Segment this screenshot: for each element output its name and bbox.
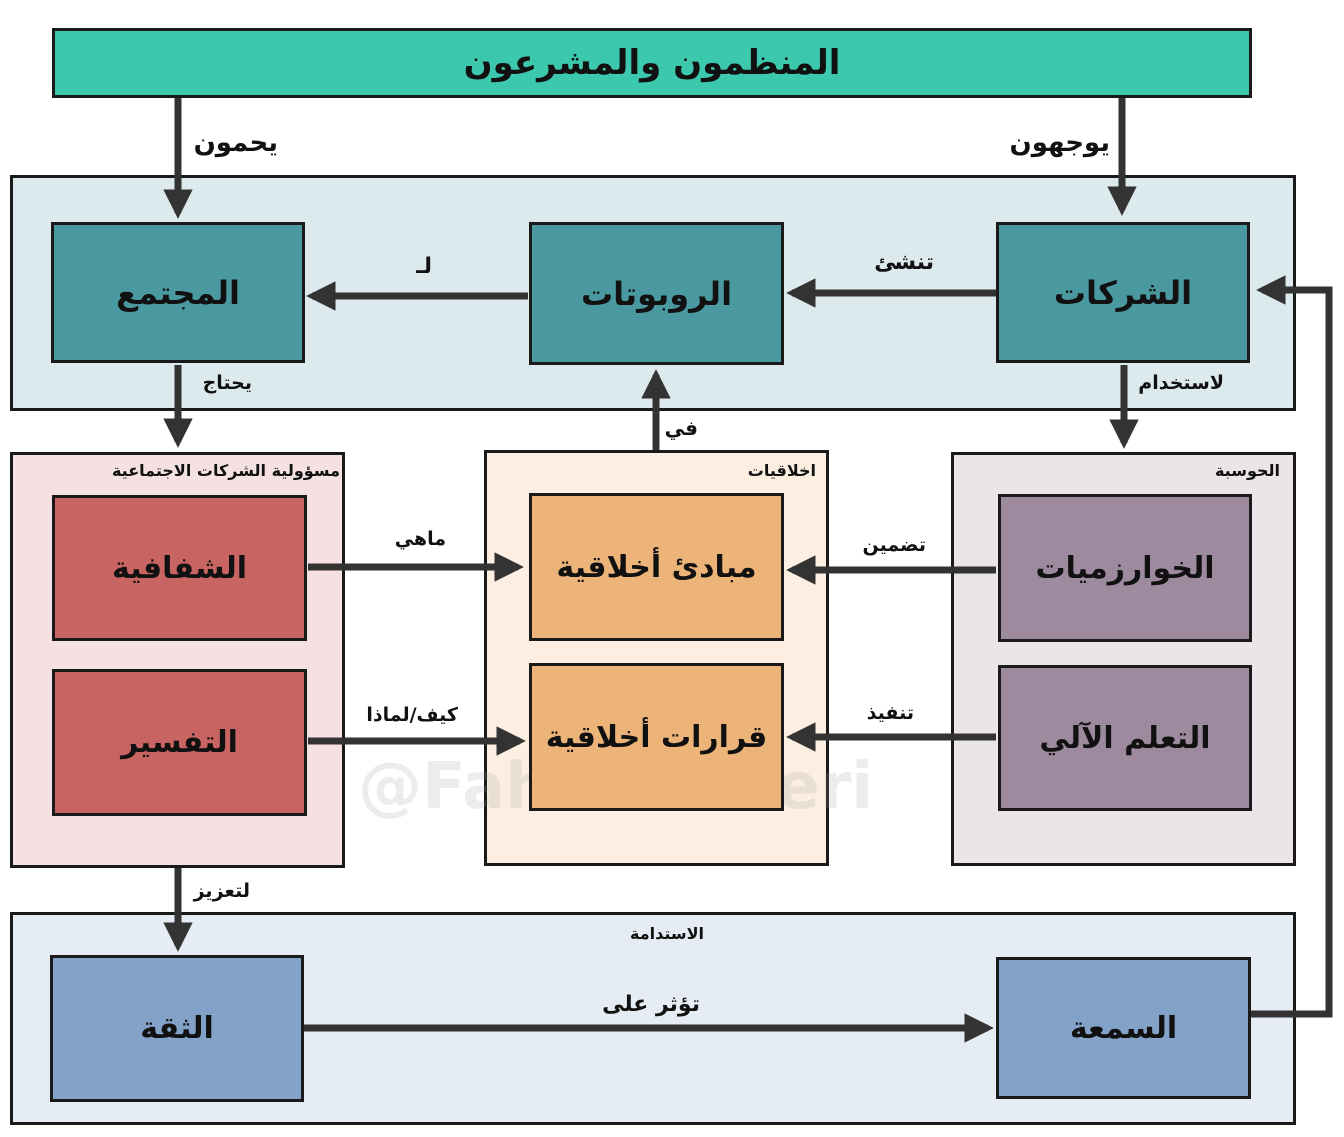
node-reputation: السمعة [996,957,1251,1099]
node-robots: الروبوتات [529,222,784,365]
edge-label-what-is: ماهي [394,528,446,550]
node-transparency: الشفافية [52,495,307,641]
computing-group-label: الحوسبة [1214,461,1280,480]
edge-label-needs: يحتاج [202,372,252,394]
node-society-label: المجتمع [116,273,240,312]
node-algorithms-label: الخوارزميات [1035,550,1215,586]
edge-label-implement: تنفيذ [866,702,914,724]
node-robots-label: الروبوتات [580,274,733,313]
edge-reputation-to-companies [1251,275,1333,1018]
edge-label-in: في [664,416,698,440]
node-society: المجتمع [51,222,305,363]
edge-label-include: تضمين [862,534,926,556]
node-machine-learning-label: التعلم الآلي [1039,720,1211,756]
node-explanation: التفسير [52,669,307,816]
node-algorithms: الخوارزميات [998,494,1252,642]
csr-group-label: مسؤولية الشركات الاجتماعية [111,461,340,480]
edge-label-guide: يوجهون [1009,128,1110,158]
node-trust: الثقة [50,955,304,1102]
node-transparency-label: الشفافية [112,550,248,586]
edge-label-to-use: لاستخدام [1138,372,1224,394]
node-reputation-label: السمعة [1069,1010,1178,1046]
node-companies-label: الشركات [1053,273,1193,312]
node-ethical-decisions-label: قرارات أخلاقية [545,719,768,755]
node-companies: الشركات [996,222,1250,363]
node-trust-label: الثقة [140,1011,214,1046]
edge-label-to-enhance: لتعزيز [193,880,250,902]
sustainability-group-label: الاستدامة [630,924,704,943]
header-box: المنظمون والمشرعون [52,28,1252,98]
edge-label-for: لـ [416,254,432,279]
edge-label-create: تنشئ [874,250,934,275]
node-ethical-decisions: قرارات أخلاقية [529,663,784,811]
edge-label-affects: تؤثر على [602,992,700,1017]
ethics-group-label: اخلاقيات [747,461,816,480]
node-explanation-label: التفسير [121,725,238,760]
node-ethical-principles-label: مبادئ أخلاقية [556,549,757,585]
edge-label-how-why: كيف/لماذا [366,704,458,726]
node-machine-learning: التعلم الآلي [998,665,1252,811]
edge-label-protect: يحمون [193,128,278,158]
header-title: المنظمون والمشرعون [463,43,841,83]
node-ethical-principles: مبادئ أخلاقية [529,493,784,641]
